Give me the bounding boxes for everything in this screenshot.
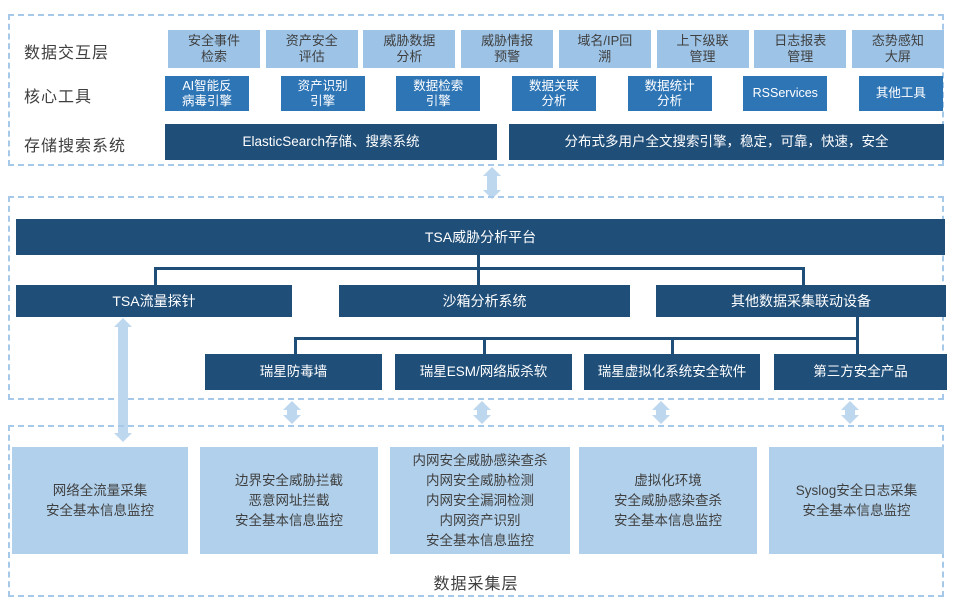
product-box-rising-esm: 瑞星ESM/网络版杀软 [395, 354, 572, 390]
interaction-layer-row: 安全事件 检索 资产安全 评估 威胁数据 分析 威胁情报 预警 域名/IP回 溯… [168, 30, 944, 68]
interaction-box-log-report: 日志报表 管理 [754, 30, 847, 68]
collector-box-sandbox: 沙箱分析系统 [339, 285, 630, 317]
interaction-box-threat-data-analysis: 威胁数据 分析 [363, 30, 456, 68]
collection-box-border-threat: 边界安全威胁拦截 恶意网址拦截 安全基本信息监控 [200, 447, 378, 554]
arrow-shaft [287, 409, 297, 416]
collection-layer-label: 数据采集层 [433, 576, 519, 593]
collection-box-intranet: 内网安全威胁感染查杀 内网安全威胁检测 内网安全漏洞检测 内网资产识别 安全基本… [390, 447, 570, 554]
connector-line [154, 267, 157, 285]
arrow-head-down-icon [483, 190, 501, 199]
interaction-box-situation-screen: 态势感知 大屏 [851, 30, 944, 68]
bidirectional-arrow-esm [473, 401, 491, 424]
tool-box-other-tools: 其他工具 [858, 76, 943, 111]
arrow-shaft [656, 409, 666, 416]
arrow-head-up-icon [652, 401, 670, 410]
tool-box-data-search-engine: 数据检索 引擎 [396, 76, 481, 111]
row-label-interaction-layer: 数据交互层 [24, 45, 110, 62]
section-platform: TSA威胁分析平台 TSA流量探针 沙箱分析系统 其他数据采集联动设备 瑞星防毒… [8, 196, 947, 400]
arrow-head-down-icon [473, 415, 491, 424]
connector-line [294, 337, 859, 340]
row-label-core-tools: 核心工具 [24, 89, 93, 106]
arrow-head-up-icon [473, 401, 491, 410]
platform-bar-tsa: TSA威胁分析平台 [16, 219, 945, 255]
interaction-box-asset-assessment: 资产安全 评估 [265, 30, 358, 68]
connector-line [294, 337, 297, 354]
connector-line [802, 267, 805, 285]
product-box-rising-firewall: 瑞星防毒墙 [205, 354, 382, 390]
tool-box-data-statistics: 数据统计 分析 [627, 76, 712, 111]
collector-box-other-devices: 其他数据采集联动设备 [656, 285, 946, 317]
tool-box-ai-antivirus-engine: AI智能反 病毒引擎 [165, 76, 249, 111]
bidirectional-arrow-top-middle [483, 167, 501, 199]
arrow-shaft [477, 409, 487, 416]
connector-line [154, 267, 805, 270]
bidirectional-arrow-probe-collection [114, 318, 132, 442]
storage-bar-distributed-search: 分布式多用户全文搜索引擎，稳定，可靠，快速，安全 [509, 124, 944, 160]
connector-line [671, 337, 674, 354]
arrow-shaft [118, 326, 128, 434]
arrow-shaft [487, 175, 497, 191]
product-box-third-party: 第三方安全产品 [774, 354, 947, 390]
arrow-head-up-icon [483, 167, 501, 176]
interaction-box-domain-ip-trace: 域名/IP回 溯 [558, 30, 651, 68]
tool-box-data-correlation: 数据关联 分析 [511, 76, 596, 111]
product-box-rising-virtualization: 瑞星虚拟化系统安全软件 [584, 354, 760, 390]
arrow-head-up-icon [841, 401, 859, 410]
arrow-head-up-icon [283, 401, 301, 410]
arrow-head-up-icon [114, 318, 132, 327]
section-data-collection: 网络全流量采集 安全基本信息监控 边界安全威胁拦截 恶意网址拦截 安全基本信息监… [8, 425, 944, 597]
collection-box-network-traffic: 网络全流量采集 安全基本信息监控 [12, 447, 188, 554]
arrow-shaft [845, 409, 855, 416]
arrow-head-down-icon [652, 415, 670, 424]
tool-box-rsservices: RSServices [743, 76, 828, 111]
connector-line [483, 337, 486, 354]
connector-line [856, 317, 859, 354]
arrow-head-down-icon [114, 433, 132, 442]
section-data-interaction: 数据交互层 核心工具 存储搜索系统 安全事件 检索 资产安全 评估 威胁数据 分… [8, 14, 944, 166]
storage-bar-elasticsearch: ElasticSearch存储、搜索系统 [165, 124, 497, 160]
collection-box-virtual-env: 虚拟化环境 安全威胁感染查杀 安全基本信息监控 [579, 447, 757, 554]
core-tools-row: AI智能反 病毒引擎 资产识别 引擎 数据检索 引擎 数据关联 分析 数据统计 … [165, 76, 943, 111]
interaction-box-cascade-management: 上下级联 管理 [656, 30, 749, 68]
bidirectional-arrow-third-party [841, 401, 859, 424]
interaction-box-security-event-search: 安全事件 检索 [168, 30, 260, 68]
collection-box-syslog: Syslog安全日志采集 安全基本信息监控 [769, 447, 944, 554]
arrow-head-down-icon [841, 415, 859, 424]
tool-box-asset-id-engine: 资产识别 引擎 [280, 76, 365, 111]
interaction-box-threat-intel-warning: 威胁情报 预警 [461, 30, 554, 68]
collector-box-tsa-probe: TSA流量探针 [16, 285, 292, 317]
row-label-storage-search: 存储搜索系统 [24, 138, 127, 155]
bidirectional-arrow-virtualization [652, 401, 670, 424]
arrow-head-down-icon [283, 415, 301, 424]
connector-line [477, 255, 480, 285]
bidirectional-arrow-firewall [283, 401, 301, 424]
